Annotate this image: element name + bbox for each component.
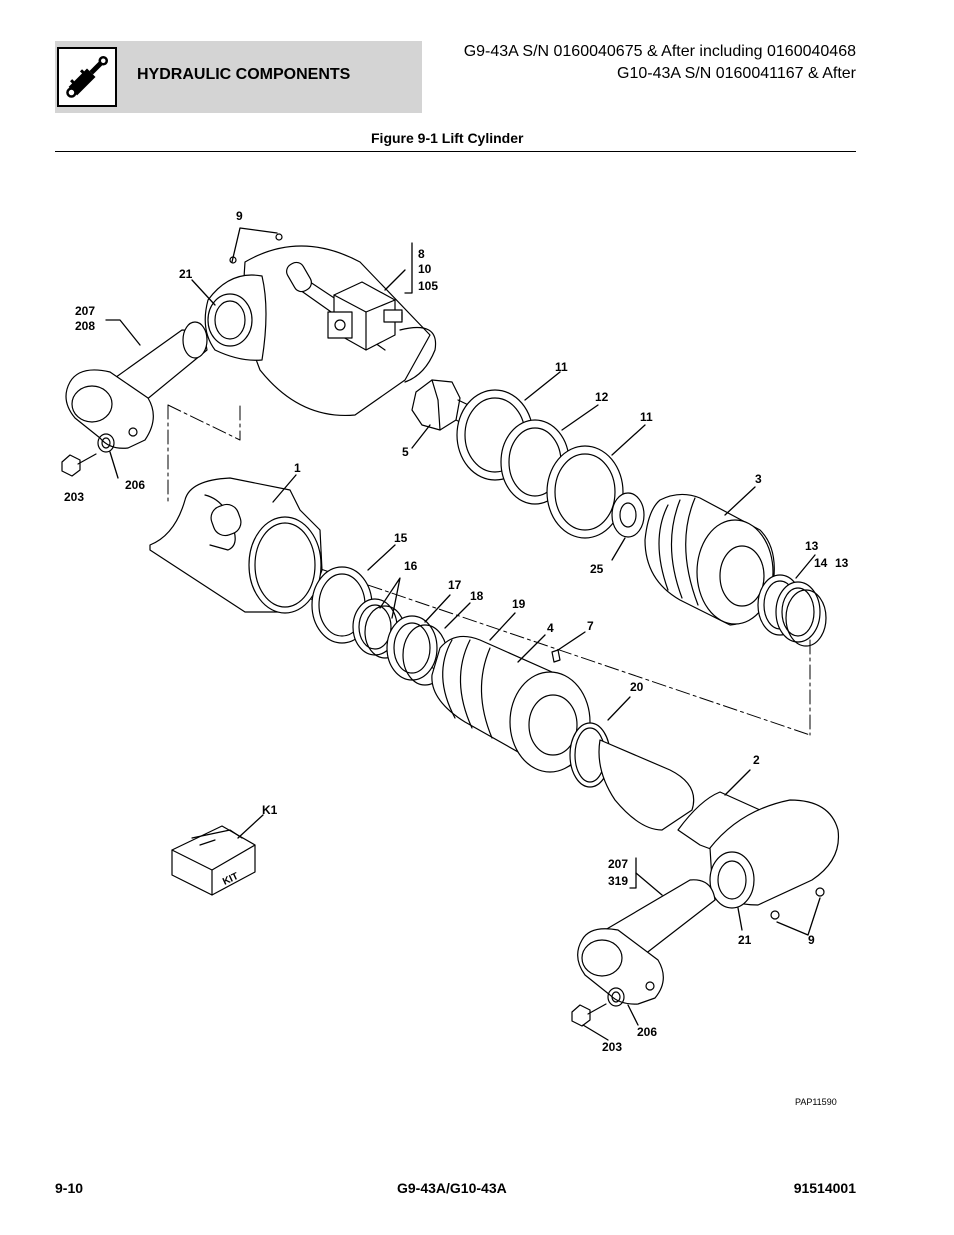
callout-8: 8 xyxy=(418,247,425,261)
callout-25: 25 xyxy=(590,562,604,576)
hydraulic-cylinder-icon xyxy=(57,47,117,107)
grease-fittings-bottom xyxy=(770,887,825,920)
callout-K1: K1 xyxy=(262,803,278,817)
figure-title: Figure 9-1 Lift Cylinder xyxy=(371,130,524,146)
header-divider xyxy=(55,151,856,152)
callout-14: 14 xyxy=(814,556,828,570)
model-designation: G9-43A/G10-43A xyxy=(397,1180,507,1196)
piston-seals xyxy=(311,566,448,686)
callout-207-top: 207 xyxy=(75,304,95,318)
cylinder-head-gland xyxy=(644,493,775,626)
wear-rings-upper xyxy=(456,389,624,539)
serial-range-line-1: G9-43A S/N 0160040675 & After including … xyxy=(463,43,856,60)
callout-17: 17 xyxy=(448,578,462,592)
piston xyxy=(431,635,591,773)
cylinder-barrel xyxy=(149,477,323,614)
callout-319: 319 xyxy=(608,874,628,888)
callout-1: 1 xyxy=(294,461,301,475)
callout-13-a: 13 xyxy=(805,539,819,553)
callout-3: 3 xyxy=(755,472,762,486)
callout-15: 15 xyxy=(394,531,408,545)
callout-21-top: 21 xyxy=(179,267,193,281)
callout-206-bottom: 206 xyxy=(637,1025,657,1039)
callout-16: 16 xyxy=(404,559,418,573)
serial-range-line-2: G10-43A S/N 0160041167 & After xyxy=(617,65,856,82)
bottom-washer-bolt xyxy=(571,987,625,1027)
callout-208: 208 xyxy=(75,319,95,333)
callout-19: 19 xyxy=(512,597,526,611)
manual-number: 91514001 xyxy=(793,1180,856,1196)
washer-25 xyxy=(611,492,645,538)
cylinder-base-end xyxy=(204,245,437,417)
callout-105: 105 xyxy=(418,279,438,293)
callout-4: 4 xyxy=(547,621,554,635)
callout-9-top: 9 xyxy=(236,209,243,223)
callout-5: 5 xyxy=(402,445,409,459)
page-number: 9-10 xyxy=(55,1180,84,1196)
top-pin-assembly xyxy=(65,321,208,449)
valve-cartridge xyxy=(327,281,403,351)
callout-11-b: 11 xyxy=(640,410,653,424)
callout-203-bottom: 203 xyxy=(602,1040,622,1054)
callout-20: 20 xyxy=(630,680,644,694)
callout-206-top: 206 xyxy=(125,478,145,492)
rod-eye-end xyxy=(709,799,840,909)
callout-12: 12 xyxy=(595,390,609,404)
callout-10: 10 xyxy=(418,262,432,276)
callout-11-a: 11 xyxy=(555,360,568,374)
callout-18: 18 xyxy=(470,589,484,603)
top-washer-bolt xyxy=(61,433,115,477)
callout-207-bottom: 207 xyxy=(608,857,628,871)
callout-21-bottom: 21 xyxy=(738,933,752,947)
seal-rings-13-14 xyxy=(757,574,827,647)
callout-203-top: 203 xyxy=(64,490,84,504)
section-title: HYDRAULIC COMPONENTS xyxy=(137,66,351,83)
callout-13-b: 13 xyxy=(835,556,849,570)
callout-2: 2 xyxy=(753,753,760,767)
drawing-number: PAP11590 xyxy=(795,1097,837,1107)
callout-leaders xyxy=(105,227,821,1041)
callout-9-bottom: 9 xyxy=(808,933,815,947)
callout-7: 7 xyxy=(587,619,594,633)
seal-kit-box xyxy=(171,825,256,896)
bottom-pin-assembly xyxy=(577,879,716,1005)
